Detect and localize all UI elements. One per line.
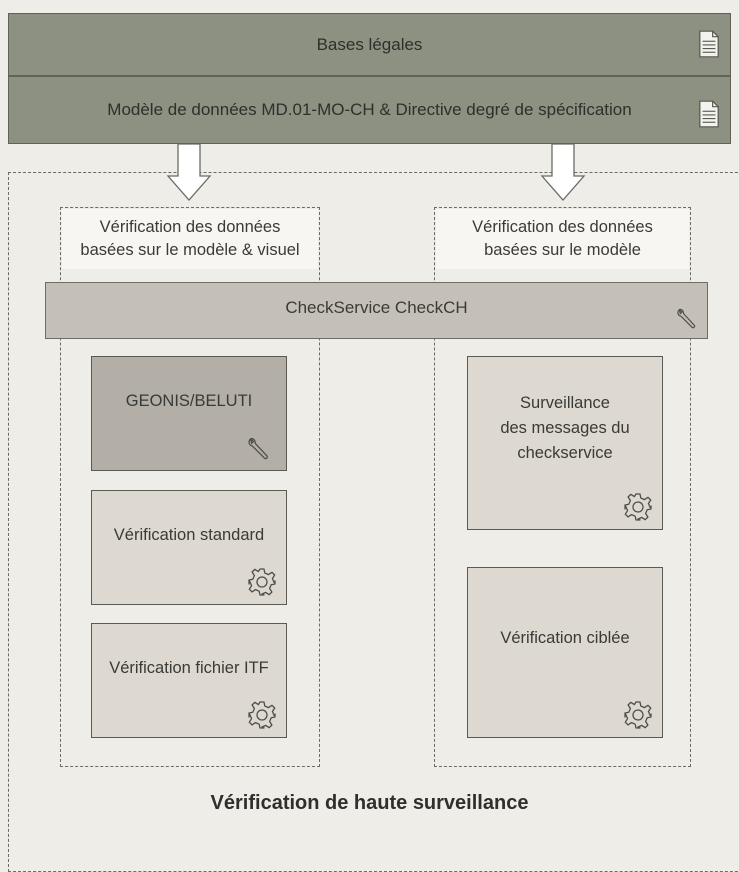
arrow-down-right <box>540 144 586 201</box>
left-column-frame <box>60 207 320 767</box>
document-icon <box>698 100 720 128</box>
geonis-beluti-label: GEONIS/BELUTI <box>125 392 253 410</box>
left-column-heading: Vérification des données basées sur le m… <box>62 209 318 269</box>
geonis-beluti-box: GEONIS/BELUTI <box>91 356 287 471</box>
gear-icon <box>248 568 276 596</box>
targeted-verification-label: Vérification ciblée <box>500 629 630 647</box>
diagram-title: Vérification de haute surveillance <box>210 792 529 814</box>
wrench-icon <box>247 436 271 460</box>
checkservice-monitoring-box: Surveillance des messages du checkservic… <box>467 356 663 530</box>
data-model-label: Modèle de données MD.01-MO-CH & Directiv… <box>107 100 632 119</box>
wrench-icon <box>676 307 698 329</box>
checkservice-label: CheckService CheckCH <box>285 297 468 317</box>
standard-verification-label: Vérification standard <box>113 526 265 544</box>
monitoring-line2: des messages du <box>500 419 630 437</box>
gear-icon <box>624 493 652 521</box>
right-column-heading: Vérification des données basées sur le m… <box>436 209 689 269</box>
left-heading-line1: Vérification des données <box>99 218 281 236</box>
legal-bases-bar: Bases légales <box>8 13 731 76</box>
data-model-bar: Modèle de données MD.01-MO-CH & Directiv… <box>8 76 731 144</box>
arrow-down-left <box>166 144 212 201</box>
itf-file-verification-box: Vérification fichier ITF <box>91 623 287 738</box>
targeted-verification-box: Vérification ciblée <box>467 567 663 738</box>
legal-bases-label: Bases légales <box>316 34 423 54</box>
monitoring-line1: Surveillance <box>520 394 610 412</box>
itf-file-verification-label: Vérification fichier ITF <box>109 659 269 677</box>
right-heading-line1: Vérification des données <box>472 218 653 236</box>
monitoring-line3: checkservice <box>517 444 613 462</box>
right-column-frame <box>434 207 691 767</box>
document-icon <box>698 30 720 58</box>
gear-icon <box>624 701 652 729</box>
right-heading-line2: basées sur le modèle <box>484 241 641 259</box>
left-heading-line2: basées sur le modèle & visuel <box>80 241 300 259</box>
standard-verification-box: Vérification standard <box>91 490 287 605</box>
gear-icon <box>248 701 276 729</box>
checkservice-bar: CheckService CheckCH <box>45 282 708 339</box>
